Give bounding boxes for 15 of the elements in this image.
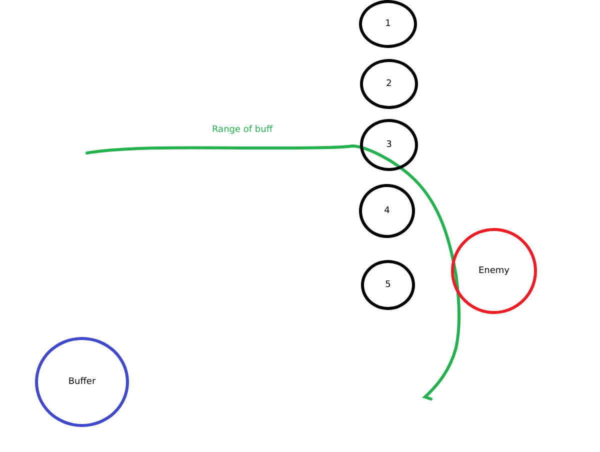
circle-node <box>360 59 418 109</box>
node-label: 5 <box>385 280 391 290</box>
range-label: Range of buff <box>212 125 273 135</box>
node-label: Buffer <box>68 377 96 387</box>
node-label: 2 <box>386 79 392 89</box>
circle-node <box>360 119 418 171</box>
circle-node <box>35 337 129 427</box>
node-label: Enemy <box>478 266 510 276</box>
circle-node <box>451 228 537 314</box>
node-label: 4 <box>384 206 390 216</box>
node-label: 1 <box>385 19 391 29</box>
node-label: 3 <box>386 140 392 150</box>
circle-node <box>359 0 417 48</box>
circle-node <box>361 260 415 310</box>
circle-node <box>359 184 415 238</box>
